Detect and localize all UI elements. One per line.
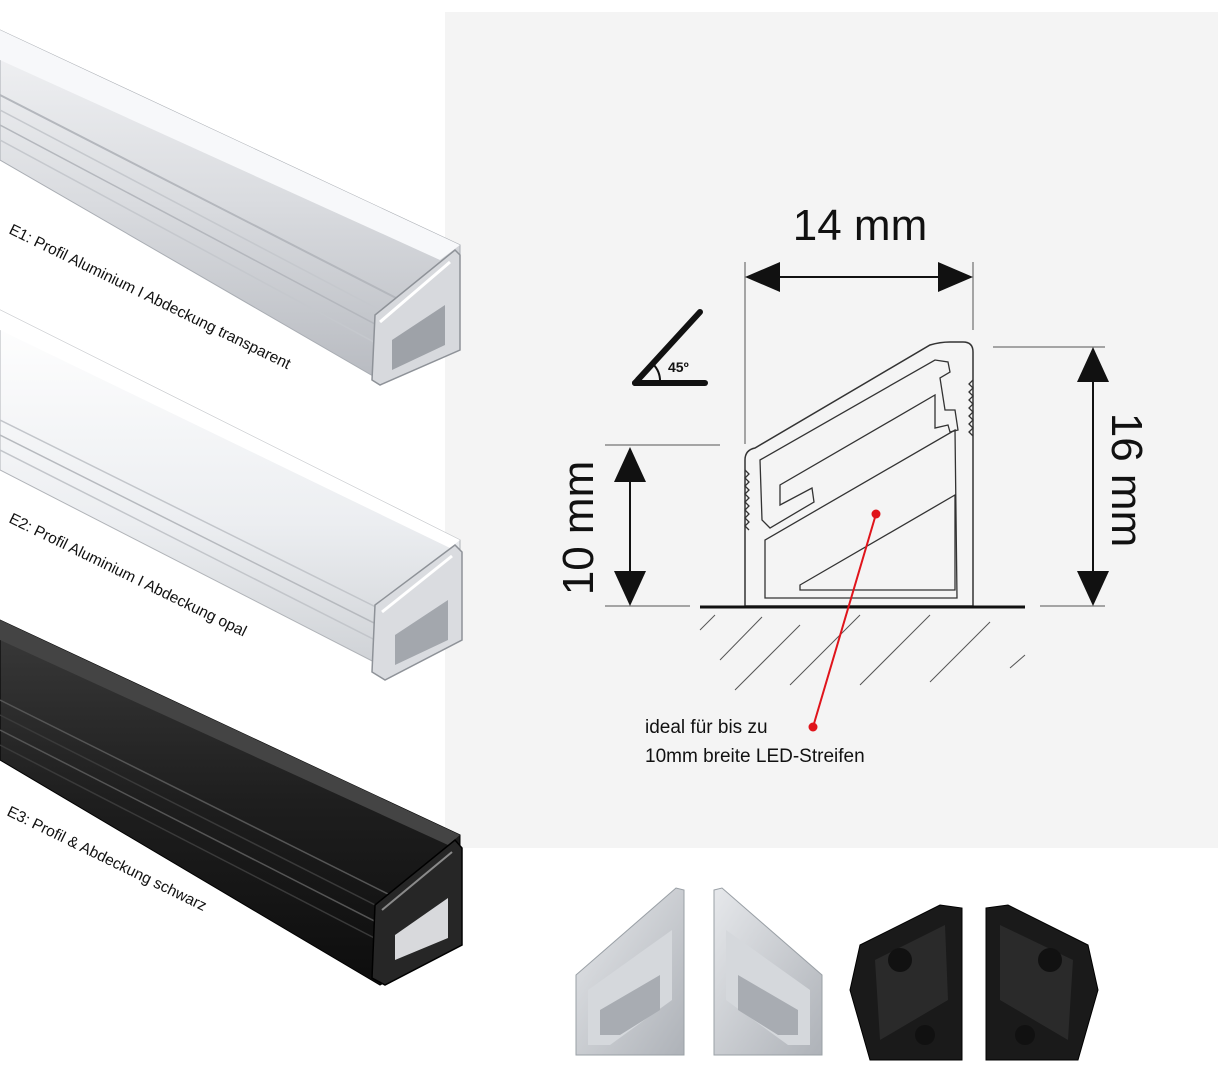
end-cap-silver-right xyxy=(713,887,823,1056)
end-cap-silver-left xyxy=(575,887,685,1056)
profile-e1-image xyxy=(0,29,461,386)
note-line-2: 10mm breite LED-Streifen xyxy=(645,746,865,767)
angle-label: 45º xyxy=(668,359,689,375)
width-label: 14 mm xyxy=(793,201,927,250)
led-pointer xyxy=(808,509,881,732)
end-cap-black-left xyxy=(849,904,963,1061)
height-dimension xyxy=(1077,347,1109,606)
angle-icon xyxy=(632,309,708,386)
cross-section-drawing xyxy=(605,262,1105,691)
profile-e2-image xyxy=(0,309,463,681)
profile-e3-image xyxy=(0,619,463,986)
end-cap-black-right xyxy=(985,904,1099,1061)
note-line-1: ideal für bis zu xyxy=(645,717,768,738)
width-dimension xyxy=(745,262,973,292)
drawing-panel xyxy=(445,12,1218,848)
height-label: 16 mm xyxy=(1102,413,1151,547)
inner-height-dimension xyxy=(614,447,646,606)
inner-height-label: 10 mm xyxy=(554,461,603,595)
